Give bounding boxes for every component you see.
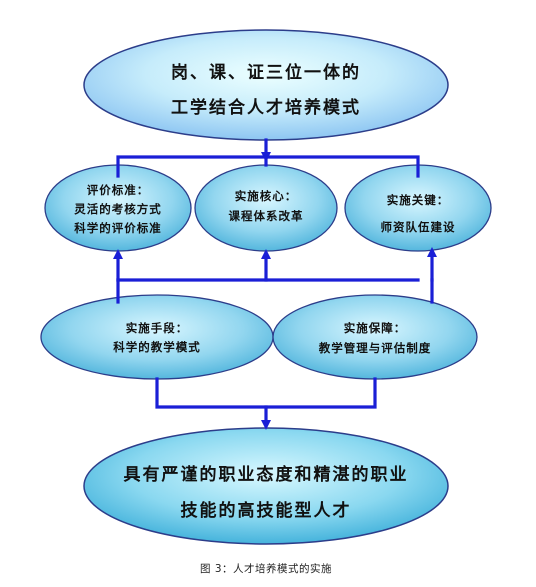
figure-caption: 图 3：人才培养模式的实施	[199, 563, 333, 575]
means-node	[40, 294, 274, 380]
top-node-line1: 岗、课、证三位一体的	[171, 63, 361, 83]
core-node-line1: 实施核心：	[234, 189, 298, 203]
bottom-node-line1: 具有严谨的职业态度和精湛的职业	[123, 465, 409, 485]
connector-lower-bar	[155, 377, 377, 409]
means-node-line2: 科学的教学模式	[113, 340, 201, 354]
bottom-node	[83, 427, 449, 545]
core-node-line2: 课程体系改革	[228, 209, 304, 223]
key-node-line1: 实施关键：	[386, 193, 450, 207]
support-node-line1: 实施保障：	[343, 321, 407, 335]
top-node-line2: 工学结合人才培养模式	[171, 98, 361, 118]
eval-node-line2: 灵活的考核方式	[74, 202, 162, 216]
connectors	[113, 138, 437, 430]
top-node	[83, 29, 449, 141]
key-node-line2: 师资队伍建设	[380, 220, 456, 234]
eval-node-line3: 科学的评价标准	[74, 221, 162, 235]
support-node	[272, 294, 478, 380]
bottom-node-line2: 技能的高技能型人才	[180, 501, 352, 521]
connector-top-bar	[116, 155, 420, 178]
eval-node-line1: 评价标准：	[86, 183, 150, 197]
support-node-line2: 教学管理与评估制度	[318, 341, 432, 355]
means-node-line1: 实施手段：	[125, 321, 189, 335]
key-node	[344, 164, 492, 252]
